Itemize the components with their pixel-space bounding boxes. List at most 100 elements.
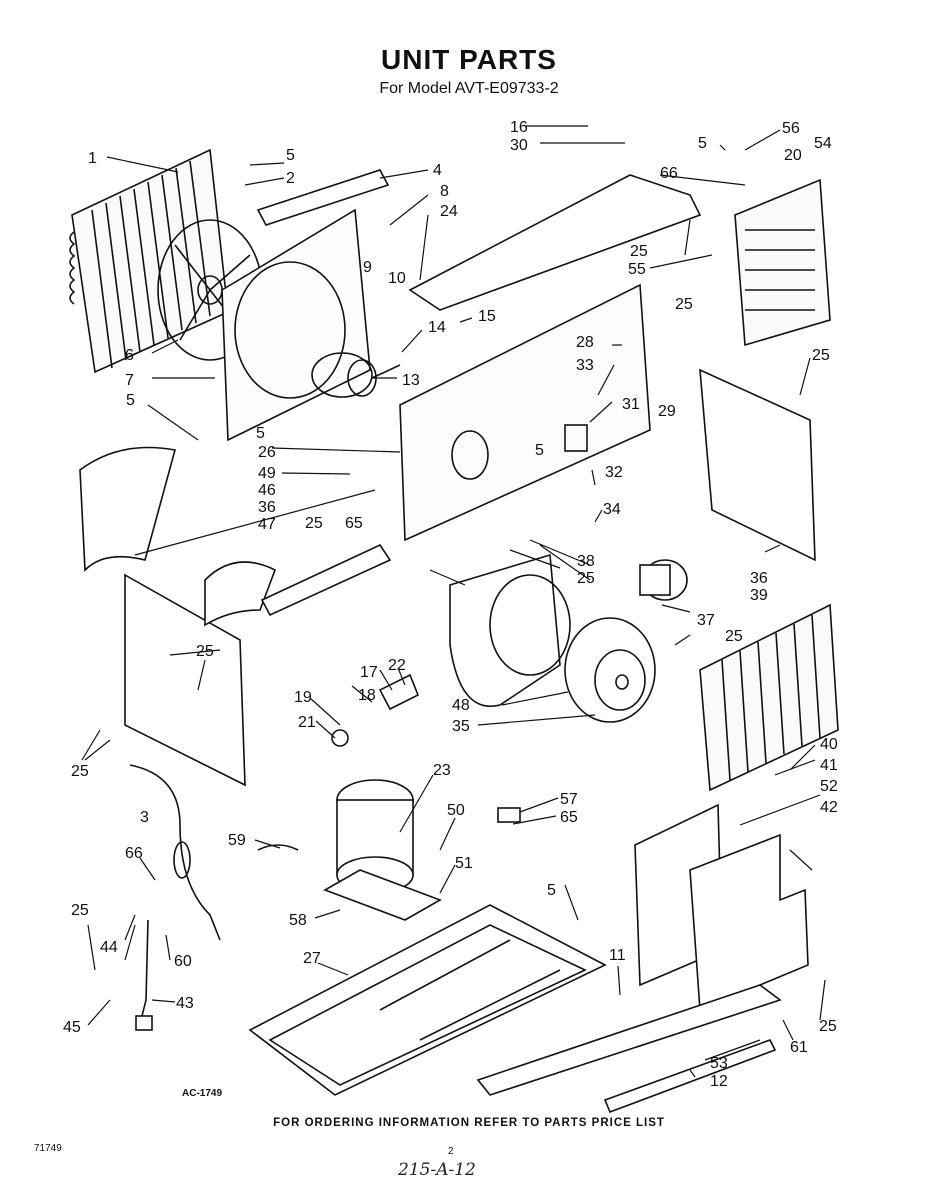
callout-8: 8 [440, 183, 449, 200]
fan-motor [311, 352, 401, 398]
callout-17: 17 [360, 664, 378, 681]
callout-47: 47 [258, 516, 276, 533]
callout-49: 49 [258, 465, 276, 482]
callout-32: 32 [605, 464, 623, 481]
callout-25-g: 25 [577, 570, 595, 587]
callout-42: 42 [820, 799, 838, 816]
callout-3: 3 [140, 809, 149, 826]
leader-lines [81, 125, 826, 1078]
callout-13: 13 [402, 372, 420, 389]
grommet [257, 844, 299, 851]
callout-51: 51 [455, 855, 473, 872]
callout-5-left: 5 [126, 392, 135, 409]
callout-25-a: 25 [630, 243, 648, 260]
compressor [323, 779, 442, 921]
callout-26: 26 [258, 444, 276, 461]
discharge-tube [129, 764, 221, 941]
callout-35: 35 [452, 718, 470, 735]
callout-53: 53 [710, 1055, 728, 1072]
callout-55: 55 [628, 261, 646, 278]
callout-25-c: 25 [812, 347, 830, 364]
left-side-panel [124, 573, 246, 787]
callout-60: 60 [174, 953, 192, 970]
power-cord [140, 919, 149, 1021]
callout-57: 57 [560, 791, 578, 808]
callout-22: 22 [388, 657, 406, 674]
callout-25-f: 25 [71, 763, 89, 780]
callout-56: 56 [782, 120, 800, 137]
curved-baffle [79, 446, 177, 572]
callout-25-d: 25 [305, 515, 323, 532]
fan-shroud [221, 208, 371, 442]
callout-7: 7 [125, 372, 134, 389]
handwritten-note: 215-A-12 [398, 1160, 476, 1180]
callout-5-top: 5 [286, 147, 295, 164]
callout-63: 65 [560, 809, 578, 826]
callout-36-right: 36 [750, 570, 768, 587]
callout-5-center: 5 [535, 442, 544, 459]
small-baffle [204, 561, 277, 627]
callout-39: 39 [750, 587, 768, 604]
callout-25-j: 25 [819, 1018, 837, 1035]
callout-37: 37 [697, 612, 715, 629]
callout-28: 28 [576, 334, 594, 351]
callout-34: 34 [603, 501, 621, 518]
ac-code: AC-1749 [182, 1088, 223, 1099]
callout-11: 11 [609, 947, 626, 964]
callout-50: 50 [447, 802, 465, 819]
callout-52: 52 [820, 778, 838, 795]
callout-61: 61 [790, 1039, 808, 1056]
callout-labels: 1 2 3 4 5 5 5 5 5 5 6 7 8 9 10 11 12 13 … [63, 119, 838, 1090]
callout-59: 59 [228, 832, 246, 849]
base-pan [248, 904, 607, 1096]
callout-4: 4 [433, 162, 442, 179]
callout-10: 10 [388, 270, 406, 287]
model-subtitle: For Model AVT-E09733-2 [379, 80, 559, 97]
callout-48: 48 [452, 697, 470, 714]
bracket [260, 543, 392, 617]
callout-45: 45 [63, 1019, 81, 1036]
document-number: 71749 [34, 1143, 62, 1154]
blower-housing [449, 553, 571, 707]
callout-29: 29 [658, 403, 676, 420]
callout-2: 2 [286, 170, 295, 187]
center-partition [399, 283, 651, 542]
top-brace [256, 169, 390, 226]
callout-46: 46 [258, 482, 276, 499]
callout-36-left: 36 [258, 499, 276, 516]
callout-25-h: 25 [725, 628, 743, 645]
callout-19: 19 [294, 689, 312, 706]
callout-33: 33 [576, 357, 594, 374]
callout-14: 14 [428, 319, 446, 336]
callout-54: 54 [814, 135, 832, 152]
cross-member [408, 174, 702, 311]
knob [331, 729, 349, 747]
page-title: UNIT PARTS [381, 44, 557, 75]
callout-25-b: 25 [675, 296, 693, 313]
callout-6: 6 [125, 347, 134, 364]
callout-43: 43 [176, 995, 194, 1012]
overload [497, 807, 521, 823]
callout-24: 24 [440, 203, 458, 220]
condenser-coil-left [69, 148, 229, 374]
callout-66-bottom: 66 [125, 845, 143, 862]
evaporator-coil [734, 178, 831, 347]
callout-25-e: 25 [196, 643, 214, 660]
callout-5-upper-right: 5 [698, 135, 707, 152]
page-number: 2 [448, 1146, 454, 1157]
callout-21: 21 [298, 714, 316, 731]
cord-plug [135, 1015, 153, 1031]
callout-66-top: 66 [660, 165, 678, 182]
callout-65: 65 [345, 515, 363, 532]
callout-15: 15 [478, 308, 496, 325]
callout-38: 38 [577, 553, 595, 570]
callout-58: 58 [289, 912, 307, 929]
callout-30: 30 [510, 137, 528, 154]
callout-31: 31 [622, 396, 640, 413]
callout-1: 1 [88, 150, 97, 167]
front-rail [603, 1039, 777, 1114]
blower-wheel [564, 617, 656, 723]
ordering-note: FOR ORDERING INFORMATION REFER TO PARTS … [273, 1117, 665, 1129]
